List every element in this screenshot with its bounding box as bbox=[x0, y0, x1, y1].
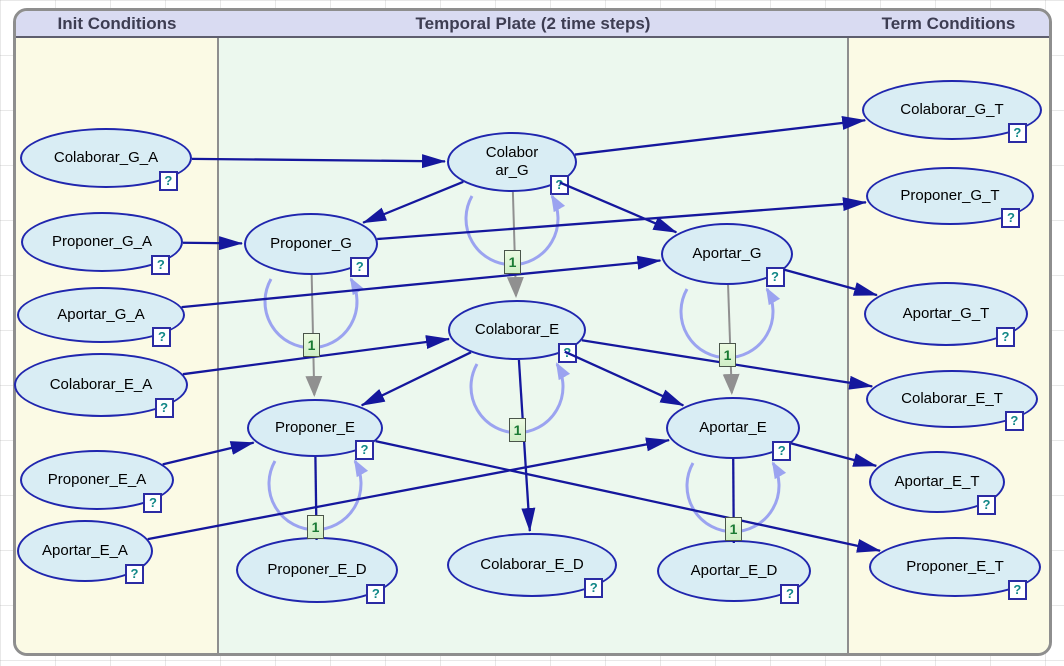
node-label: Aportar_E_T bbox=[894, 473, 980, 490]
temporal-order-badge-aportar_e: 1 bbox=[725, 517, 742, 541]
node-label: Proponer_G_T bbox=[900, 187, 1000, 204]
question-badge-proponer_g_t: ? bbox=[1001, 208, 1021, 229]
question-badge-proponer_e_a: ? bbox=[143, 492, 163, 513]
temporal-order-badge-proponer_g: 1 bbox=[303, 333, 320, 357]
question-badge-proponer_e_d: ? bbox=[366, 583, 386, 604]
question-badge-colaborar_g_a: ? bbox=[158, 170, 178, 191]
node-label: Proponer_E_D bbox=[267, 561, 367, 578]
node-label: Colaborar_E bbox=[474, 321, 560, 338]
question-badge-proponer_e_t: ? bbox=[1007, 579, 1027, 600]
node-label: Proponer_E_T bbox=[906, 558, 1004, 575]
temporal-order-badge-proponer_e: 1 bbox=[307, 515, 324, 539]
question-badge-colaborar_g_t: ? bbox=[1007, 122, 1027, 143]
node-proponer_e_d[interactable]: Proponer_E_D bbox=[236, 537, 398, 603]
question-badge-aportar_e_a: ? bbox=[124, 563, 144, 584]
node-label: Colaborar_E_A bbox=[49, 376, 153, 393]
node-label: Colaborar_E_D bbox=[480, 556, 584, 573]
question-badge-colaborar_e_a: ? bbox=[154, 398, 174, 419]
temporal-order-badge-colaborar_g: 1 bbox=[504, 250, 521, 274]
question-badge-aportar_g_t: ? bbox=[996, 327, 1016, 348]
node-label: Aportar_E_D bbox=[690, 562, 778, 579]
node-label: Proponer_G bbox=[270, 235, 352, 252]
plate-header-band bbox=[16, 11, 1049, 38]
header-init-conditions: Init Conditions bbox=[57, 14, 177, 33]
question-badge-aportar_g_a: ? bbox=[152, 326, 172, 347]
node-label: Colaborar_G_T bbox=[900, 101, 1004, 118]
question-badge-proponer_e: ? bbox=[354, 440, 374, 461]
node-label: ar_G bbox=[495, 162, 529, 179]
node-label: Colaborar_G_A bbox=[53, 149, 159, 166]
question-badge-proponer_g: ? bbox=[350, 256, 370, 277]
header-temporal-plate: Temporal Plate (2 time steps) bbox=[415, 14, 651, 33]
node-label: Aportar_G_A bbox=[57, 306, 145, 323]
node-label: Aportar_E_A bbox=[42, 542, 128, 559]
question-badge-colaborar_g: ? bbox=[549, 174, 569, 195]
question-badge-colaborar_e_d: ? bbox=[584, 578, 604, 599]
node-colaborar_e_a[interactable]: Colaborar_E_A bbox=[14, 353, 188, 417]
temporal-order-badge-colaborar_e: 1 bbox=[509, 418, 526, 442]
question-badge-aportar_e_d: ? bbox=[780, 583, 800, 604]
node-label: Proponer_G_A bbox=[51, 233, 153, 250]
header-term-conditions: Term Conditions bbox=[881, 14, 1016, 33]
question-badge-aportar_e: ? bbox=[772, 440, 792, 461]
node-label: Proponer_E bbox=[274, 419, 356, 436]
question-badge-colaborar_e: ? bbox=[557, 342, 577, 363]
question-badge-aportar_g: ? bbox=[765, 266, 785, 287]
node-label: Proponer_E_A bbox=[47, 471, 147, 488]
question-badge-proponer_g_a: ? bbox=[151, 254, 171, 275]
temporal-order-badge-aportar_g: 1 bbox=[719, 343, 736, 367]
panel-divider-left bbox=[217, 38, 219, 653]
question-badge-aportar_e_t: ? bbox=[976, 494, 996, 515]
node-label: Colabor bbox=[485, 144, 539, 161]
node-label: Aportar_G bbox=[692, 245, 762, 262]
node-label: Aportar_E bbox=[699, 419, 767, 436]
panel-divider-right bbox=[847, 38, 849, 653]
question-badge-colaborar_e_t: ? bbox=[1004, 411, 1024, 432]
node-label: Colaborar_E_T bbox=[901, 390, 1003, 407]
node-label: Aportar_G_T bbox=[902, 305, 990, 322]
